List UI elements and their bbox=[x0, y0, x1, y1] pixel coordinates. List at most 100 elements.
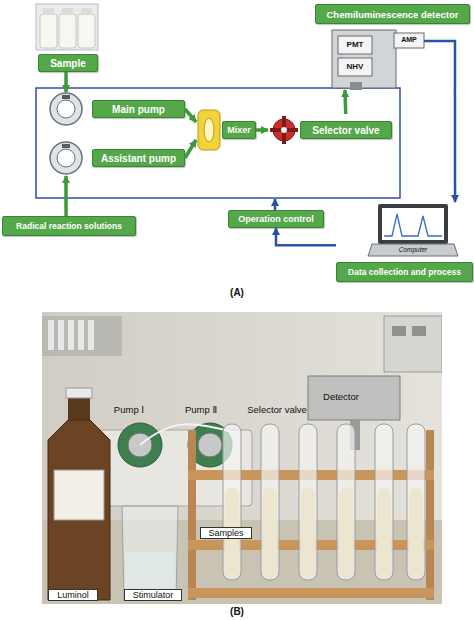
lab-photo-part bbox=[299, 424, 317, 580]
lab-photo-part bbox=[88, 320, 94, 350]
node-label: Main pump bbox=[92, 100, 185, 118]
part-name: Pump Ⅱ bbox=[176, 405, 226, 416]
laptop-icon-part bbox=[382, 208, 444, 240]
module-name: NHV bbox=[340, 62, 370, 71]
assistant-pump-icon bbox=[50, 142, 82, 174]
detector-icon bbox=[332, 30, 424, 90]
node-label: Data collection and process bbox=[336, 262, 473, 282]
mixing-tee-part bbox=[198, 110, 220, 150]
lab-photo-part bbox=[140, 424, 232, 445]
node-label: Mixer bbox=[222, 121, 256, 139]
detector-icon-part bbox=[338, 36, 372, 54]
node-label: Selector valve bbox=[300, 121, 392, 139]
signal-wire bbox=[424, 41, 455, 90]
lab-photo-part bbox=[58, 320, 64, 350]
detector-icon-part bbox=[350, 82, 362, 90]
module-name: AMP bbox=[396, 36, 422, 44]
flow-arrow bbox=[185, 140, 196, 158]
assistant-pump-icon-part bbox=[57, 149, 75, 167]
lab-photo-part bbox=[407, 424, 425, 580]
detector-icon-part bbox=[338, 58, 372, 76]
sample-bottles-part bbox=[78, 14, 95, 48]
sample-bottles-part bbox=[81, 8, 92, 15]
lab-photo-part bbox=[392, 326, 406, 336]
reagent-box: Radical reaction solutions bbox=[2, 216, 136, 236]
fluid-enclosure bbox=[36, 88, 400, 198]
valve-icon-part bbox=[270, 128, 298, 132]
part-name: Detector bbox=[312, 392, 370, 403]
pump-box: Main pump bbox=[44, 92, 185, 126]
lab-photo-part bbox=[301, 488, 315, 576]
main-pump-icon-part bbox=[62, 95, 70, 99]
signal-arrow bbox=[454, 90, 457, 202]
mixing-tee-part bbox=[204, 118, 214, 142]
main-pump-icon-part bbox=[50, 93, 82, 125]
part-name: Samples bbox=[200, 527, 252, 539]
lab-photo-part bbox=[48, 420, 110, 600]
lab-photo-part bbox=[78, 320, 84, 350]
laptop-icon-part bbox=[368, 244, 458, 256]
lab-photo-part bbox=[263, 488, 277, 576]
lab-photo-part bbox=[412, 326, 426, 336]
main-pump-icon bbox=[50, 93, 82, 125]
valve-icon-part bbox=[282, 116, 286, 144]
lab-photo bbox=[42, 312, 442, 604]
signal-arrow bbox=[276, 228, 336, 245]
valve-icon-part bbox=[281, 127, 287, 133]
sample-bottles-part bbox=[43, 8, 54, 15]
laptop-icon-part bbox=[378, 204, 448, 244]
module-name: PMT bbox=[340, 40, 370, 49]
lab-photo-part bbox=[339, 488, 353, 576]
sample-bottles bbox=[36, 4, 98, 50]
detector-icon-part bbox=[332, 30, 396, 88]
lab-photo-part bbox=[308, 376, 400, 420]
lab-photo-part bbox=[48, 320, 54, 350]
lab-photo-part bbox=[42, 312, 442, 604]
sample-bottles-part bbox=[36, 4, 98, 50]
fluid-enclosure-part bbox=[36, 88, 400, 198]
part-name: Stimulator bbox=[124, 589, 182, 601]
control-arrow-part bbox=[274, 199, 277, 210]
node-label: Assistant pump bbox=[92, 149, 185, 167]
assistant-pump-icon-part bbox=[62, 144, 70, 148]
panel-label: (B) bbox=[200, 606, 274, 618]
lab-photo-part bbox=[409, 488, 423, 576]
node-label: Sample bbox=[38, 54, 98, 72]
lab-photo-part bbox=[188, 430, 196, 600]
device-name: Computer bbox=[388, 246, 438, 253]
lab-photo-part bbox=[337, 424, 355, 580]
lab-photo-part bbox=[42, 316, 122, 356]
lab-photo-part bbox=[384, 316, 442, 372]
lab-photo-part bbox=[68, 396, 90, 422]
lab-photo-part bbox=[54, 470, 104, 520]
control-box: Operation control bbox=[228, 210, 324, 228]
valve-box: Selector valve bbox=[268, 114, 392, 146]
mixing-tee bbox=[198, 110, 220, 150]
flow-arrow bbox=[64, 176, 68, 216]
control-arrow bbox=[275, 199, 276, 210]
part-name: Pump Ⅰ bbox=[104, 405, 154, 416]
sample-box: Sample bbox=[30, 2, 105, 72]
lab-photo-part bbox=[377, 488, 391, 576]
sample-bottles-part bbox=[40, 14, 57, 48]
lab-photo-part bbox=[223, 424, 241, 580]
node-label: Operation control bbox=[228, 210, 324, 228]
lab-photo-part bbox=[198, 433, 222, 457]
lab-photo-part bbox=[375, 424, 393, 580]
computer-box: Data collection and process bbox=[336, 202, 473, 282]
flow-arrow bbox=[343, 90, 347, 114]
detector-icon-part bbox=[394, 33, 424, 48]
lab-photo-part bbox=[426, 430, 434, 600]
flow-arrow bbox=[256, 128, 268, 132]
node-label: Chemiluminescence detector bbox=[315, 4, 470, 24]
lab-photo-part bbox=[66, 388, 92, 398]
signal-wire-part bbox=[424, 41, 455, 90]
valve-icon bbox=[270, 116, 298, 144]
laptop-icon bbox=[368, 204, 458, 256]
pump-box: Assistant pump bbox=[44, 140, 185, 176]
laptop-icon-part bbox=[384, 214, 442, 236]
sample-bottles-part bbox=[62, 8, 73, 15]
part-name: Luminol bbox=[48, 589, 98, 601]
